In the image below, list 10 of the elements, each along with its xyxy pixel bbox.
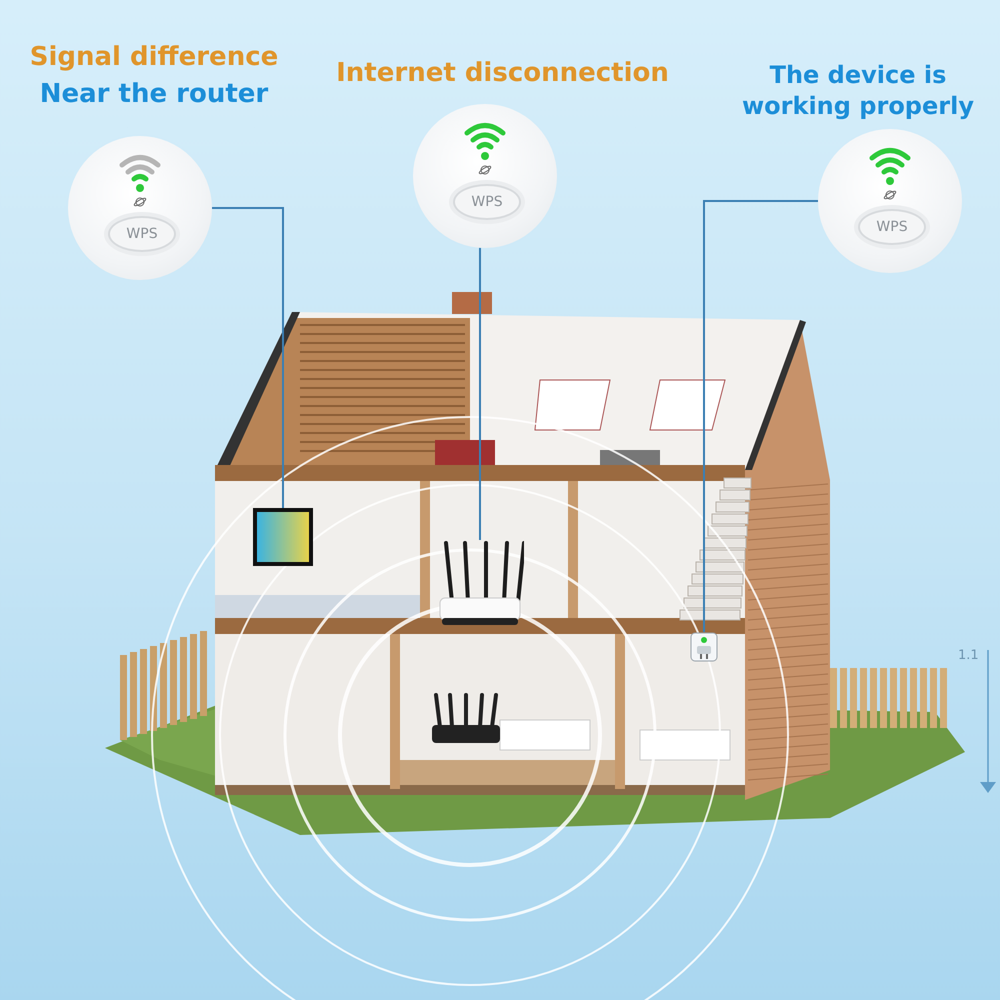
repeater-plug-picture [690,632,718,662]
leader-line [479,248,481,540]
status-heading: Near the router [38,79,270,110]
status-heading: The device is working properly [741,60,975,122]
status-heading: Internet disconnection [335,58,670,89]
leader-line [212,207,284,508]
dimension-label: 1.1 [958,648,979,663]
tv-picture [253,508,313,566]
status-heading: Signal difference [28,42,280,73]
leader-line [703,200,818,632]
